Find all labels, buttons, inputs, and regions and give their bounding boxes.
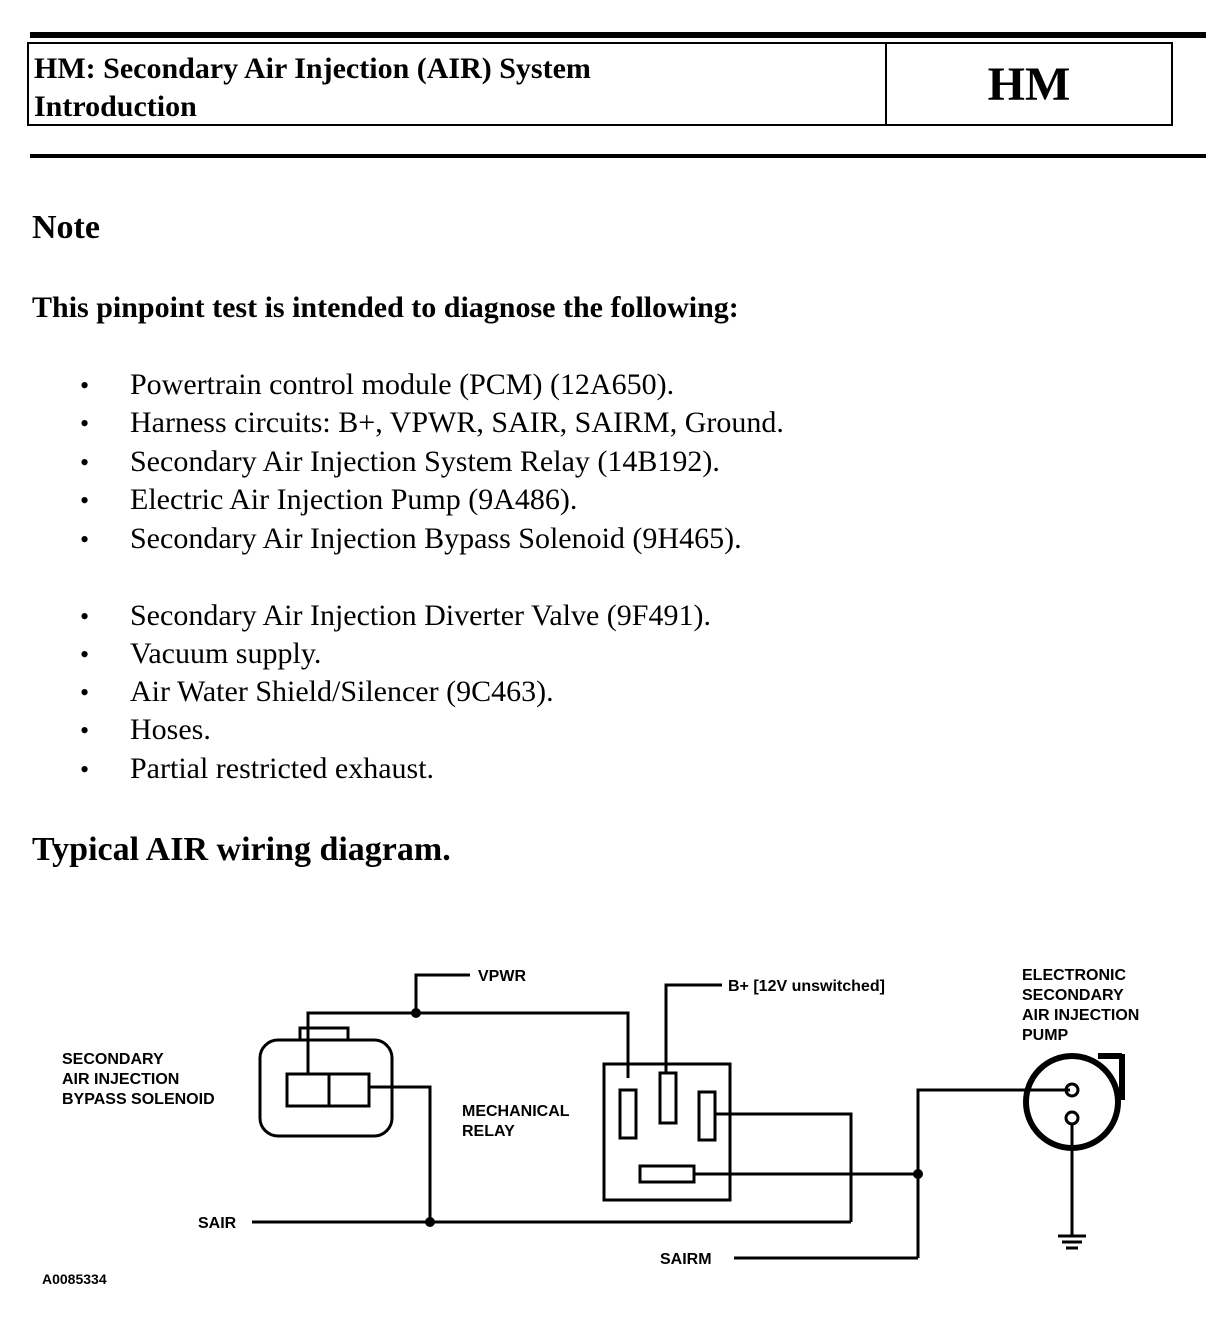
note-intro: This pinpoint test is intended to diagno… — [32, 291, 739, 324]
bullet-icon: • — [80, 755, 90, 784]
page-title-line1: HM: Secondary Air Injection (AIR) System — [34, 52, 591, 85]
pump-terminal-bottom — [1064, 1110, 1080, 1126]
solenoid-connector-tab — [298, 1026, 350, 1040]
bullet-icon: • — [80, 371, 90, 400]
bullet-icon: • — [80, 640, 90, 669]
list-item: •Secondary Air Injection Bypass Solenoid… — [80, 522, 742, 555]
wiring-diagram: VPWR B+ [12V unswitched] SECONDARY AIR I… — [42, 967, 1139, 1287]
bullet-icon: • — [80, 525, 90, 554]
header-rule — [30, 154, 1206, 158]
vpwr-label: VPWR — [478, 968, 526, 985]
note-heading: Note — [32, 209, 100, 246]
list-item: •Vacuum supply. — [80, 637, 322, 670]
relay-body — [602, 1062, 732, 1202]
top-rule — [30, 32, 1206, 38]
pump-feed-wire — [916, 1088, 1070, 1258]
list-item: •Air Water Shield/Silencer (9C463). — [80, 675, 554, 708]
list-item: •Hoses. — [80, 713, 211, 746]
header-box: HM: Secondary Air Injection (AIR) System… — [27, 42, 1173, 126]
relay-coil-wire — [715, 1112, 853, 1222]
bplus-label: B+ [12V unswitched] — [728, 978, 885, 995]
figure-id: A0085334 — [42, 1271, 107, 1287]
list-item: •Secondary Air Injection System Relay (1… — [80, 445, 720, 478]
junction-dot — [913, 1169, 923, 1179]
relay-pin-vpwr — [618, 1088, 638, 1140]
list-item: •Electric Air Injection Pump (9A486). — [80, 483, 578, 516]
pump-label-4: PUMP — [1022, 1027, 1069, 1044]
sair-label: SAIR — [198, 1215, 237, 1232]
bullet-icon: • — [80, 602, 90, 631]
pump-label-1: ELECTRONIC — [1022, 967, 1126, 984]
relay-pin-bplus — [658, 1071, 678, 1125]
vpwr-bus — [306, 1011, 630, 1078]
bullet-icon: • — [80, 409, 90, 438]
solenoid-to-sair — [369, 1085, 432, 1222]
vpwr-wire — [414, 973, 470, 1013]
junction-dot — [411, 1008, 421, 1018]
solenoid-terminal-left — [285, 1072, 331, 1108]
solenoid-label-1: SECONDARY — [62, 1051, 164, 1068]
relay-label-2: RELAY — [462, 1123, 515, 1140]
solenoid-terminal-right — [327, 1072, 371, 1108]
sairm-label: SAIRM — [660, 1251, 712, 1268]
relay-pin-bottom — [638, 1164, 696, 1184]
ground-icon — [1058, 1234, 1086, 1250]
bullet-icon: • — [80, 448, 90, 477]
bullet-icon: • — [80, 716, 90, 745]
solenoid-label-2: AIR INJECTION — [62, 1071, 179, 1088]
pump-label-3: AIR INJECTION — [1022, 1007, 1139, 1024]
bullet-icon: • — [80, 486, 90, 515]
junction-dot — [425, 1217, 435, 1227]
bullet-icon: • — [80, 678, 90, 707]
list-item: •Secondary Air Injection Diverter Valve … — [80, 599, 711, 632]
pump-terminal-top — [1064, 1082, 1080, 1098]
relay-label-1: MECHANICAL — [462, 1103, 570, 1120]
pump-label-2: SECONDARY — [1022, 987, 1124, 1004]
relay-pin-right — [697, 1090, 717, 1142]
page-title: HM: Secondary Air Injection (AIR) System… — [29, 44, 887, 124]
list-item: •Partial restricted exhaust. — [80, 752, 435, 785]
bplus-wire — [664, 983, 722, 1073]
page-title-line2: Introduction — [34, 90, 197, 123]
list-item: •Harness circuits: B+, VPWR, SAIR, SAIRM… — [80, 406, 784, 439]
section-code: HM — [987, 57, 1071, 111]
solenoid-label-3: BYPASS SOLENOID — [62, 1091, 215, 1108]
list-item: •Powertrain control module (PCM) (12A650… — [80, 368, 675, 401]
diagram-heading: Typical AIR wiring diagram. — [32, 831, 451, 868]
